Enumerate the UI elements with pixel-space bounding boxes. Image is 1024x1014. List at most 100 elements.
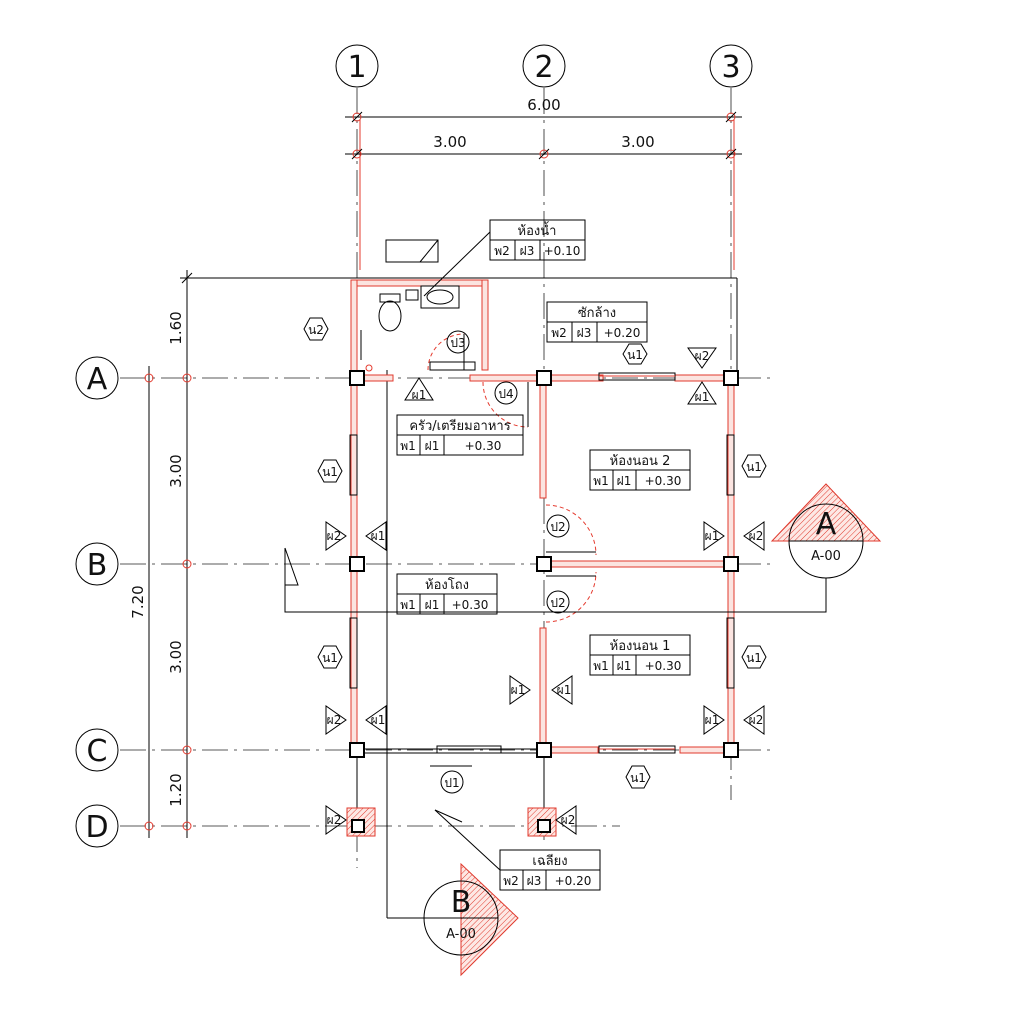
svg-text:ฝ3: ฝ3 [577, 326, 592, 340]
svg-text:พ2: พ2 [494, 244, 510, 258]
svg-text:ฝ3: ฝ3 [527, 874, 542, 888]
structural-columns [346, 370, 739, 837]
svg-text:3.00: 3.00 [621, 133, 654, 151]
room-tag-porch: เฉลียง พ2 ฝ3 +0.20 [499, 849, 601, 891]
room-tag-kitchen: ครัว/เตรียมอาหาร พ1 ฝ1 +0.30 [396, 414, 524, 456]
svg-text:พ1: พ1 [593, 474, 609, 488]
svg-text:ผ1: ผ1 [705, 713, 720, 727]
svg-text:ผ2: ผ2 [561, 813, 576, 827]
svg-text:1.60: 1.60 [167, 311, 185, 344]
bathroom-fixtures [360, 285, 460, 372]
window-tag-n1-bottom: น1 [625, 765, 651, 789]
window-tag-n1-right-lower: น1 [741, 645, 767, 669]
svg-text:พ2: พ2 [503, 874, 519, 888]
svg-text:ฝ1: ฝ1 [425, 439, 440, 453]
svg-text:+0.30: +0.30 [645, 474, 682, 488]
svg-text:ป3: ป3 [450, 336, 465, 350]
grid-bubble-3: 3 [709, 44, 753, 88]
grid-bubble-1: 1 [335, 44, 379, 88]
wall-tags-interior-bc: ผ1 ผ1 [509, 675, 573, 705]
svg-text:3.00: 3.00 [167, 454, 185, 487]
svg-text:เฉลียง: เฉลียง [532, 853, 567, 869]
svg-text:น2: น2 [308, 323, 324, 337]
svg-text:+0.20: +0.20 [555, 874, 592, 888]
svg-text:น1: น1 [746, 651, 762, 665]
svg-text:3.00: 3.00 [167, 640, 185, 673]
walls [350, 279, 736, 812]
grid-bubble-d: D [75, 804, 119, 848]
section-marker-a: A A-00 [770, 483, 882, 579]
svg-text:พ1: พ1 [400, 439, 416, 453]
svg-text:2: 2 [534, 50, 553, 85]
svg-text:ผ2: ผ2 [327, 713, 342, 727]
dimension-bays: 3.00 3.00 [345, 133, 742, 160]
wall-tags-left-ab: ผ2 ผ1 [325, 521, 387, 551]
wall-tags-right-bc: ผ1 ผ2 [703, 705, 765, 735]
svg-text:+0.30: +0.30 [465, 439, 502, 453]
leader-lines [284, 231, 827, 871]
svg-text:+0.20: +0.20 [604, 326, 641, 340]
svg-text:3.00: 3.00 [433, 133, 466, 151]
svg-text:ผ2: ผ2 [327, 529, 342, 543]
svg-text:D: D [85, 810, 108, 845]
svg-text:ฝ1: ฝ1 [617, 659, 632, 673]
dimension-depths: 1.60 3.00 3.00 1.20 [167, 270, 357, 838]
grid-bubble-c: C [75, 728, 119, 772]
dimension-overall-width: 6.00 [345, 96, 742, 123]
door-tag-p4: ป4 [494, 381, 518, 405]
room-tag-bedroom-2: ห้องนอน 2 พ1 ฝ1 +0.30 [589, 449, 691, 491]
room-tag-bathroom: ห้องน้ำ พ2 ฝ3 +0.10 [489, 219, 586, 261]
svg-text:ผ1: ผ1 [371, 529, 386, 543]
svg-text:ป4: ป4 [498, 387, 513, 401]
room-tag-living: ห้องโถง พ1 ฝ1 +0.30 [396, 573, 498, 615]
svg-text:ฝ1: ฝ1 [425, 598, 440, 612]
grid-bubble-a: A [75, 356, 119, 400]
svg-text:ป2: ป2 [550, 520, 565, 534]
grid-bubble-2: 2 [522, 44, 566, 88]
svg-text:ผ2: ผ2 [749, 713, 764, 727]
svg-text:ฝ1: ฝ1 [617, 474, 632, 488]
window-tag-n1-left-upper: น1 [317, 459, 343, 483]
svg-text:ผ1: ผ1 [511, 683, 526, 697]
svg-text:พ2: พ2 [551, 326, 567, 340]
svg-text:น1: น1 [627, 348, 643, 362]
svg-text:+0.30: +0.30 [645, 659, 682, 673]
roof-outline [357, 277, 738, 919]
svg-text:A-00: A-00 [811, 549, 841, 564]
wall-tags-right-ab: ผ1 ผ2 [703, 521, 765, 551]
svg-text:ห้องน้ำ: ห้องน้ำ [518, 221, 557, 239]
svg-text:ครัว/เตรียมอาหาร: ครัว/เตรียมอาหาร [409, 418, 510, 434]
wall-tag-bedroom2-top: ผ1 [687, 381, 717, 405]
door-tag-p1: ป1 [430, 765, 472, 794]
door-tag-p3: ป3 [446, 330, 470, 354]
window-tag-n2: น2 [303, 317, 329, 341]
svg-text:B: B [451, 885, 472, 920]
window-tag-n1-left-lower: น1 [317, 645, 343, 669]
door-swings [427, 333, 597, 623]
wall-tag-kitchen-top: ผ1 [404, 377, 434, 402]
svg-text:ผ1: ผ1 [695, 390, 710, 404]
svg-text:A: A [87, 362, 108, 397]
grid-bubble-b: B [75, 542, 119, 586]
svg-text:A-00: A-00 [446, 927, 476, 942]
svg-text:+0.10: +0.10 [544, 244, 581, 258]
svg-text:ผ2: ผ2 [327, 813, 342, 827]
svg-text:น1: น1 [322, 651, 338, 665]
svg-text:ป1: ป1 [444, 776, 459, 790]
svg-text:3: 3 [721, 50, 740, 85]
svg-text:ห้องนอน 1: ห้องนอน 1 [610, 639, 671, 654]
svg-text:B: B [87, 548, 108, 583]
svg-text:A: A [816, 507, 837, 542]
svg-text:ห้องโถง: ห้องโถง [425, 577, 469, 593]
svg-text:ผ2: ผ2 [749, 529, 764, 543]
svg-text:พ1: พ1 [400, 598, 416, 612]
svg-text:ผ1: ผ1 [371, 713, 386, 727]
wall-tags-left-bc: ผ2 ผ1 [325, 705, 387, 735]
svg-text:+0.30: +0.30 [452, 598, 489, 612]
section-marker-b: B A-00 [423, 862, 519, 977]
door-tag-p2-lower: ป2 [546, 590, 570, 614]
svg-text:ผ2: ผ2 [695, 349, 710, 363]
svg-text:ป2: ป2 [550, 596, 565, 610]
dimension-overall-depth: 7.20 [129, 366, 154, 838]
